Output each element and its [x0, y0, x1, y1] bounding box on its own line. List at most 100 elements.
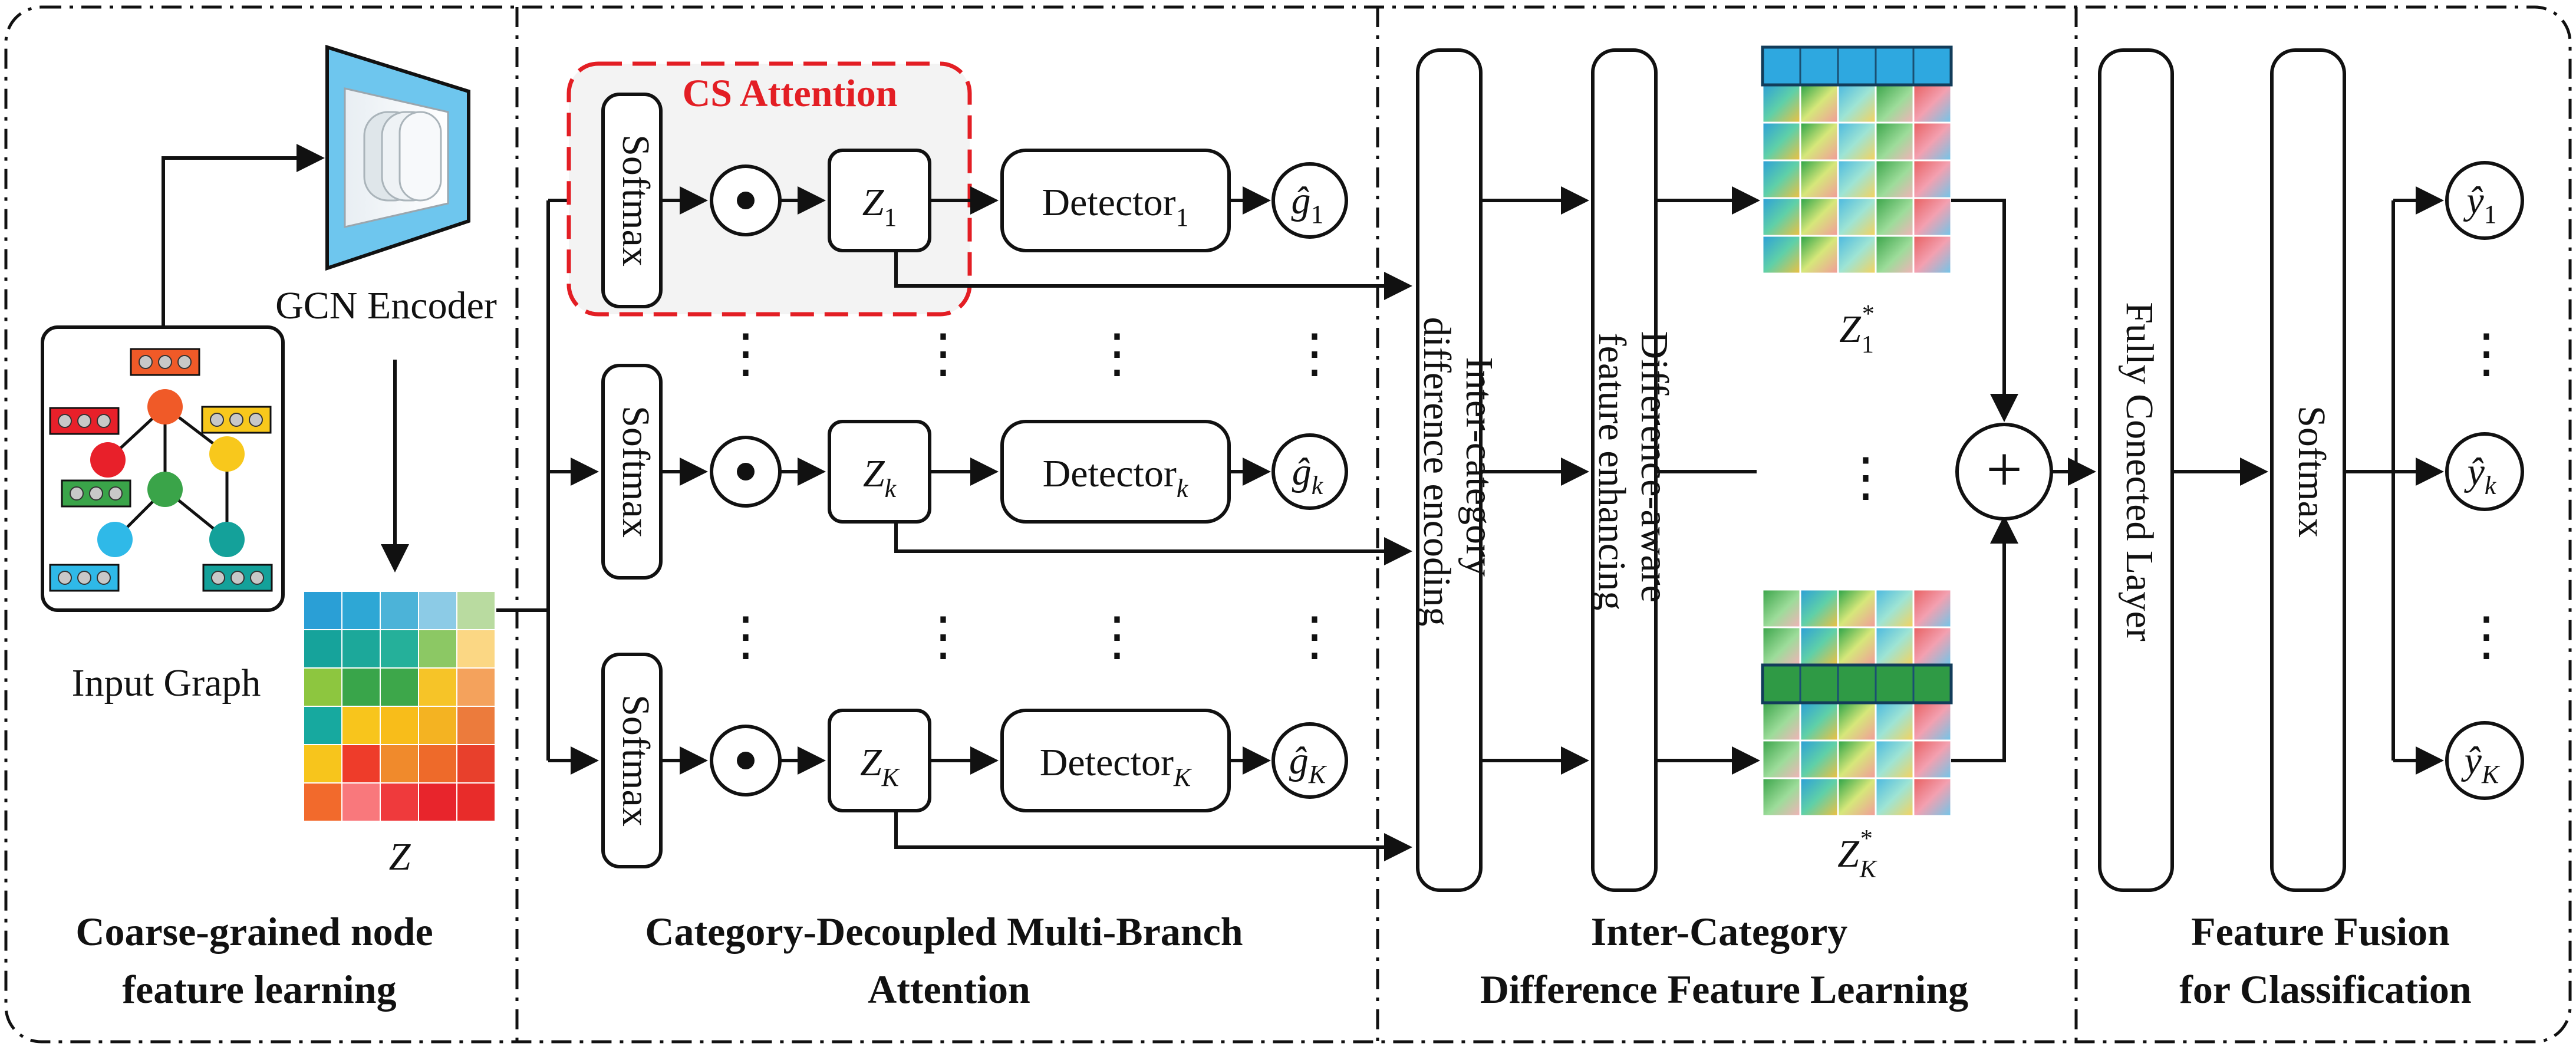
z-matrix-cell — [418, 744, 457, 784]
svg-text:⋮: ⋮ — [917, 325, 970, 383]
z-matrix-cell — [341, 706, 381, 745]
z-star-highlight-row — [1761, 45, 1953, 87]
cs-attention-label: CS Attention — [683, 72, 898, 115]
z-star-cell — [1875, 235, 1915, 275]
z-label-K: ZK — [860, 741, 901, 792]
detector-label-k: Detectork — [1043, 452, 1189, 503]
svg-text:⋮: ⋮ — [1091, 325, 1144, 383]
z-matrix-cell — [303, 744, 342, 784]
section-1-caption: Coarse-grained node feature learning — [75, 909, 443, 1012]
z-star-cell — [1799, 159, 1839, 199]
z-star-cell — [1875, 84, 1915, 124]
sum-operator-symbol: + — [1986, 433, 2022, 505]
z-matrix-cell — [456, 591, 496, 630]
g-hat-node-K — [1271, 722, 1348, 799]
z-matrix-cell — [303, 591, 342, 630]
z-star-K-matrix — [1761, 588, 1953, 817]
z-star-cell — [1761, 626, 1801, 666]
z-matrix-cell — [418, 706, 457, 745]
z-star-cell — [1761, 588, 1801, 628]
y-hat-node-K — [2445, 721, 2524, 800]
z-matrix-cell — [418, 667, 457, 707]
z-matrix-cell — [303, 629, 342, 669]
z-matrix-cell — [303, 782, 342, 822]
gcn-encoder-label: GCN Encoder — [275, 284, 497, 327]
g-hat-label-K: ĝK — [1289, 739, 1327, 789]
inter-category-label: Inter-category difference encoding — [1415, 317, 1501, 627]
arrow-graph-to-encoder — [162, 144, 325, 327]
y-hat-label-K: ŷK — [2461, 739, 2501, 789]
svg-text:⋮: ⋮ — [917, 608, 970, 666]
z-star-cell — [1875, 159, 1915, 199]
z-star-cell — [1761, 197, 1801, 237]
z-star-cell — [1761, 702, 1801, 742]
z-matrix-cell — [456, 706, 496, 745]
difference-aware-label: Difference-aware feature enhancing — [1590, 331, 1676, 613]
z-star-cell — [1837, 121, 1877, 162]
svg-text:⋮: ⋮ — [1091, 608, 1144, 666]
z-star-cell — [1875, 626, 1915, 666]
z-star-1-label: Z*1 — [1839, 301, 1875, 358]
z-star-cell — [1875, 121, 1915, 162]
z-star-cell — [1837, 197, 1877, 237]
z-matrix-label: Z — [389, 835, 411, 878]
z-matrix-cell — [456, 629, 496, 669]
svg-text:⋮: ⋮ — [1288, 608, 1341, 666]
y-hat-node-k — [2445, 432, 2524, 511]
z-star-cell — [1799, 84, 1839, 124]
z-star-cell — [1799, 235, 1839, 275]
svg-text:⋮: ⋮ — [719, 325, 772, 383]
z-star-cell — [1837, 664, 1877, 704]
z-star-cell — [1799, 664, 1839, 704]
z-star-highlight-row — [1761, 663, 1953, 705]
section-4-caption: Feature Fusion for Classification — [2179, 909, 2472, 1012]
z-feature-matrix — [303, 591, 496, 822]
z-star-cell — [1912, 121, 1952, 162]
z-matrix-cell — [380, 706, 419, 745]
z-star-cell — [1912, 702, 1952, 742]
z-star-cell — [1761, 777, 1801, 817]
z-star-cell — [1837, 46, 1877, 86]
svg-text:⋮: ⋮ — [1288, 325, 1341, 383]
softmax-final-label: Softmax — [2290, 406, 2333, 538]
z-matrix-cell — [418, 591, 457, 630]
z-star-cell — [1875, 664, 1915, 704]
z-matrix-cell — [341, 667, 381, 707]
branch-k: Softmax Zk Detectork ĝk — [601, 364, 1412, 580]
section-3-caption: Inter-Category Difference Feature Learni… — [1480, 909, 1968, 1012]
z-star-K-label: Z*K — [1837, 825, 1877, 883]
softmax-label-1: Softmax — [614, 134, 657, 266]
z-star-cell — [1799, 588, 1839, 628]
z-star-cell — [1761, 121, 1801, 162]
section-2-caption: Category-Decoupled Multi-Branch Attentio… — [645, 909, 1253, 1012]
y-hat-label-k: ŷk — [2464, 450, 2497, 500]
z-star-cell — [1912, 159, 1952, 199]
z-star-cell — [1799, 46, 1839, 86]
g-hat-label-1: ĝ1 — [1292, 179, 1324, 229]
branch-1: Softmax Z1 Detector1 ĝ1 — [601, 93, 1412, 308]
z-star-cell — [1912, 235, 1952, 275]
z-star-1-matrix — [1761, 45, 1953, 275]
z-matrix-cell — [341, 591, 381, 630]
z-star-cell — [1912, 588, 1952, 628]
z-matrix-cell — [456, 667, 496, 707]
input-graph — [41, 325, 285, 612]
branch-K: Softmax ZK DetectorK ĝK — [601, 653, 1412, 868]
y-hat-label-1: ŷ1 — [2463, 179, 2496, 229]
z-matrix-cell — [380, 591, 419, 630]
z-star-cell — [1875, 46, 1915, 86]
z-matrix-cell — [380, 667, 419, 707]
detector-label-1: Detector1 — [1042, 181, 1188, 232]
z-matrix-cell — [341, 744, 381, 784]
z-matrix-cell — [341, 782, 381, 822]
z-star-cell — [1799, 739, 1839, 779]
z-star-cell — [1761, 664, 1801, 704]
z-star-cell — [1875, 702, 1915, 742]
z-star-cell — [1875, 588, 1915, 628]
fully-connected-label: Fully Conected Layer — [2118, 302, 2161, 641]
z-star-cell — [1912, 197, 1952, 237]
z-star-cell — [1837, 235, 1877, 275]
z-star-cell — [1837, 626, 1877, 666]
z-matrix-cell — [456, 782, 496, 822]
